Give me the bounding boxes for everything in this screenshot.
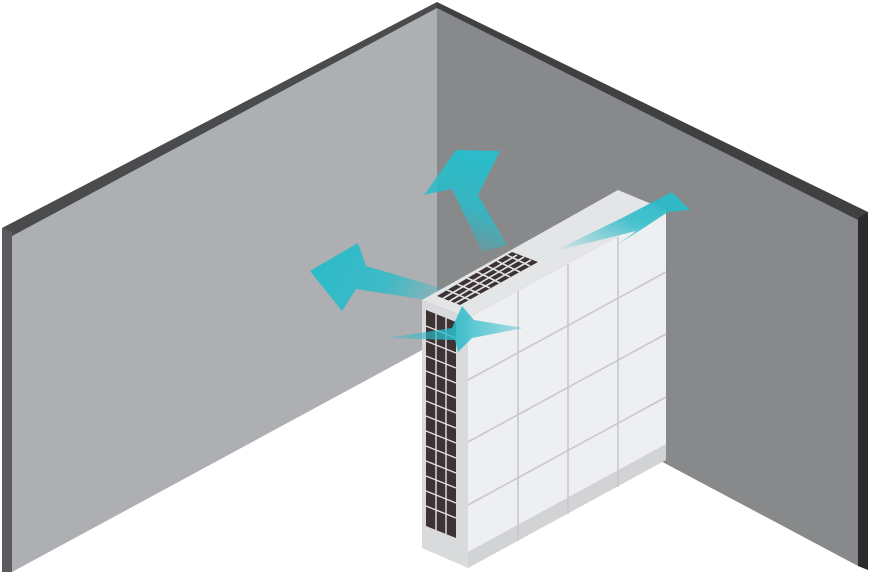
airflow-arrow-up-left — [424, 150, 507, 252]
airflow-arrow-left — [310, 243, 468, 311]
cabinet-unit — [422, 190, 667, 568]
right-wall-side-edge — [858, 212, 868, 570]
left-wall-side-edge — [2, 228, 12, 572]
left-wall-top-edge — [2, 2, 437, 236]
top-vent-grille — [437, 252, 538, 305]
airflow-arrow-right — [552, 192, 690, 252]
right-wall-top-edge — [437, 2, 868, 220]
airflow-arrow-front — [386, 306, 523, 352]
airflow-arrows-front — [386, 192, 690, 352]
front-panel-grid — [467, 237, 667, 541]
left-wall — [12, 5, 437, 572]
side-vent-grille — [425, 310, 457, 538]
airflow-arrows-back — [310, 150, 507, 311]
